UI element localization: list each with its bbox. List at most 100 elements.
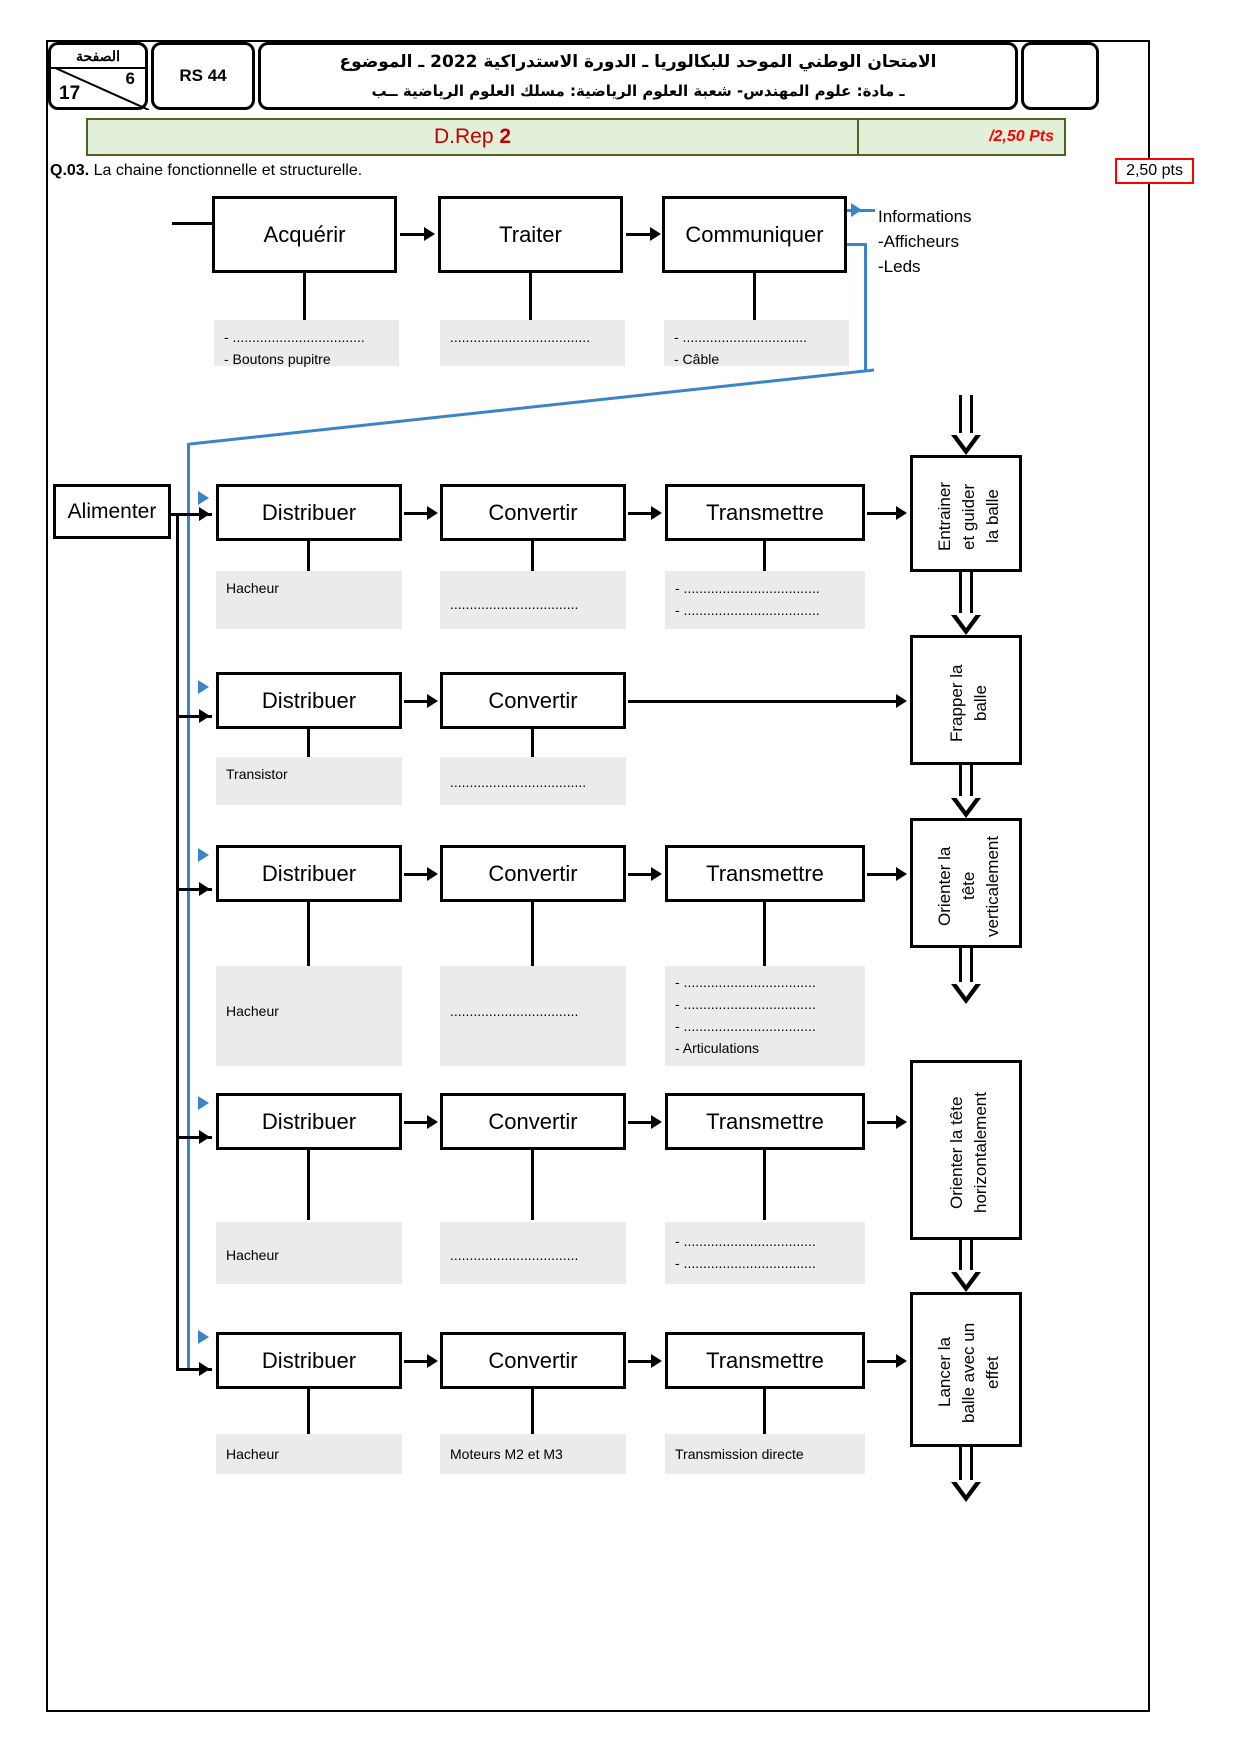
page-number-box: الصفحة 6 17: [48, 42, 150, 110]
row-3-line-1: [404, 873, 432, 876]
question-points-badge: 2,50 pts: [1115, 158, 1194, 184]
row-3-output-box: Orienter la tête verticalement: [910, 818, 1022, 948]
row-5-blue-arrow: [198, 1330, 209, 1344]
informations-title: Informations: [878, 207, 972, 226]
answer-sheet-band: D.Rep 2 /2,50 Pts: [86, 118, 1066, 156]
row-5-stem-3: [763, 1389, 766, 1435]
row-5-power-line: [176, 1368, 212, 1371]
row-2-arrow-2: [896, 694, 907, 708]
row-4-label-1: Hacheur: [216, 1222, 402, 1284]
label-box-traiter: ....................................: [440, 320, 625, 366]
row-4-output-box: Orienter la tête horizontalement: [910, 1060, 1022, 1240]
label-line: - ...................................: [675, 602, 820, 618]
row-1-power-line: [176, 513, 212, 516]
stem-acquerir: [303, 273, 306, 323]
label-line: Hacheur: [226, 1003, 279, 1019]
row-2-block-convertir: Convertir: [440, 672, 626, 729]
row-3-label-3: - .................................. - .…: [665, 966, 865, 1066]
alimenter-bus: [176, 513, 179, 1368]
row-5-block-convertir: Convertir: [440, 1332, 626, 1389]
flow-arrow-top: [951, 395, 981, 455]
page-current: 6: [125, 69, 135, 88]
row-3-stem-3: [763, 902, 766, 968]
info-input-line: [172, 222, 217, 225]
flow-arrow-4-5: [951, 1240, 981, 1292]
row-1-line-1: [404, 512, 432, 515]
row-4-block-distribuer: Distribuer: [216, 1093, 402, 1150]
feedback-vertical-right: [864, 243, 867, 371]
row-4-blue-arrow: [198, 1096, 209, 1110]
row-3-label-2: .................................: [440, 966, 626, 1066]
row-5-stem-2: [531, 1389, 534, 1435]
row-2-output-box: Frapper la balle: [910, 635, 1022, 765]
page-frame: [46, 40, 1150, 1712]
arrow-head-acq-tra: [424, 227, 435, 241]
row-3-line-3: [867, 873, 903, 876]
row-5-label-2: Moteurs M2 et M3: [440, 1434, 626, 1474]
row-1-output-label: Entrainer et guider la balle: [935, 482, 1002, 551]
label-line: - ..................................: [675, 996, 816, 1012]
row-4-arrow-1: [427, 1115, 438, 1129]
row-4-arrow-3: [896, 1115, 907, 1129]
row-3-arrow-1: [427, 867, 438, 881]
row-4-line-1: [404, 1121, 432, 1124]
row-4-line-2: [628, 1121, 656, 1124]
label-line: Transmission directe: [675, 1446, 804, 1462]
question-number: Q.03.: [50, 162, 90, 179]
row-1-blue-arrow: [198, 491, 209, 505]
band-points: /2,50 Pts: [989, 128, 1054, 145]
row-4-label-2: .................................: [440, 1222, 626, 1284]
row-4-block-transmettre: Transmettre: [665, 1093, 865, 1150]
label-box-communiquer: - ................................ - Câb…: [664, 320, 849, 367]
row-5-block-distribuer: Distribuer: [216, 1332, 402, 1389]
row-1-arrow-2: [651, 506, 662, 520]
row-1-block-transmettre: Transmettre: [665, 484, 865, 541]
row-5-arrow-1: [427, 1354, 438, 1368]
label-line: Transistor: [226, 766, 288, 782]
row-1-label-1: Hacheur: [216, 571, 402, 629]
row-5-stem-1: [307, 1389, 310, 1435]
row-2-blue-arrow: [198, 680, 209, 694]
row-2-power-arrow: [199, 709, 210, 723]
row-3-power-arrow: [199, 882, 210, 896]
row-4-line-3: [867, 1121, 903, 1124]
row-1-arrow-1: [427, 506, 438, 520]
stem-communiquer: [753, 273, 756, 323]
flow-arrow-bottom: [951, 1447, 981, 1502]
row-5-power-arrow: [199, 1362, 210, 1376]
exam-code: RS 44: [151, 42, 255, 110]
exam-title-line2: ـ مادة: علوم المهندس- شعبة العلوم الرياض…: [371, 82, 905, 100]
label-line: .................................: [450, 1247, 579, 1263]
block-acquerir: Acquérir: [212, 196, 397, 273]
row-2-label-2: ...................................: [440, 757, 626, 805]
label-line: .................................: [450, 596, 579, 612]
label-line: - ..................................: [675, 1255, 816, 1271]
row-1-output-box: Entrainer et guider la balle: [910, 455, 1022, 572]
row-5-line-2: [628, 1360, 656, 1363]
label-line: - ..................................: [675, 1018, 816, 1034]
row-3-block-transmettre: Transmettre: [665, 845, 865, 902]
label-line: - ..................................: [224, 329, 365, 345]
row-3-power-line: [176, 888, 212, 891]
label-line: Hacheur: [226, 1247, 279, 1263]
exam-title-box: الامتحان الوطني الموحد للبكالوريا ـ الدو…: [258, 42, 1018, 110]
row-4-stem-1: [307, 1150, 310, 1220]
row-5-line-1: [404, 1360, 432, 1363]
feedback-vertical-left: [187, 443, 190, 1368]
row-5-block-transmettre: Transmettre: [665, 1332, 865, 1389]
row-5-label-3: Transmission directe: [665, 1434, 865, 1474]
row-1-stem-3: [763, 541, 766, 573]
label-box-acquerir: - .................................. - B…: [214, 320, 399, 367]
label-line: .................................: [450, 1003, 579, 1019]
row-4-stem-2: [531, 1150, 534, 1220]
exam-title-line1: الامتحان الوطني الموحد للبكالوريا ـ الدو…: [339, 52, 937, 72]
row-1-label-2: .................................: [440, 571, 626, 629]
row-1-stem-2: [531, 541, 534, 573]
arrow-head-tra-com: [650, 227, 661, 241]
row-3-stem-2: [531, 902, 534, 968]
row-3-block-convertir: Convertir: [440, 845, 626, 902]
block-traiter: Traiter: [438, 196, 623, 273]
label-line: - Boutons pupitre: [224, 351, 331, 367]
arrow-line-acq-tra: [400, 233, 428, 236]
row-1-arrow-3: [896, 506, 907, 520]
